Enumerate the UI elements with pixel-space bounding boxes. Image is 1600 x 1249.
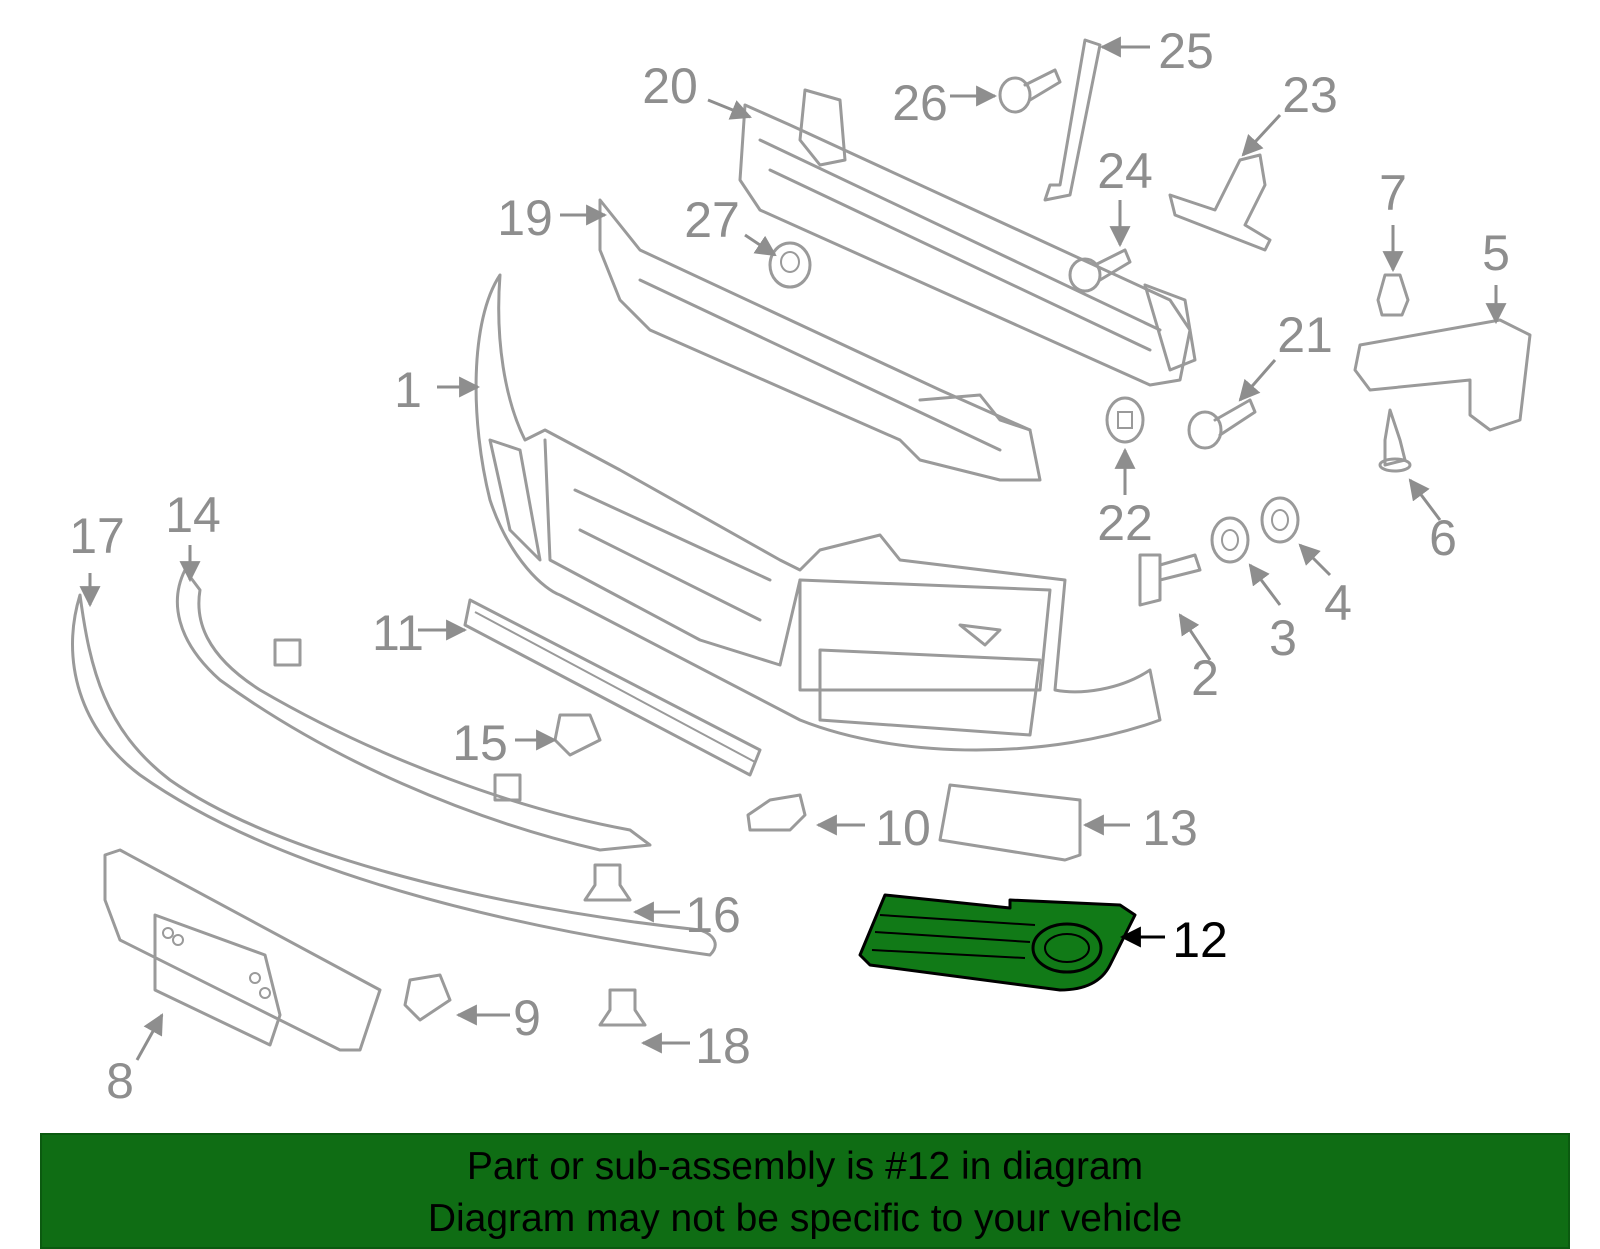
part-2-sensor-bracket [1138,553,1202,607]
callout-20: 20 [642,58,698,114]
callout-11: 11 [372,605,424,661]
part-4-grommet [1260,496,1300,544]
part-21-bolt [1187,398,1257,450]
part-16-clip [583,863,632,902]
callout-14: 14 [165,487,221,543]
callout-16: 16 [685,887,741,943]
part-24-bolt [1068,248,1132,293]
callout-3: 3 [1269,610,1297,666]
callout-4: 4 [1324,575,1352,631]
callout-26: 26 [892,75,948,131]
callout-arrows [79,36,1507,1061]
callout-5: 5 [1482,225,1510,281]
part-7-clip [1376,273,1410,317]
callout-13: 13 [1142,800,1198,856]
part-13-cover [938,783,1082,862]
callout-10: 10 [875,800,931,856]
part-19-energy-absorber [598,198,1042,482]
callout-27: 27 [684,192,740,248]
part-3-washer [1210,516,1250,564]
callout-21: 21 [1277,307,1333,363]
callout-7: 7 [1379,165,1407,221]
part-17-spoiler [71,593,717,957]
callout-17: 17 [69,508,125,564]
part-23-bracket [1168,153,1272,252]
part-15-clip [553,713,602,757]
part-9-clip [403,973,452,1022]
part-18-clip [598,988,647,1027]
part-26-bolt [998,68,1062,114]
part-10-cap [746,793,807,832]
callout-8: 8 [106,1053,134,1109]
callout-24: 24 [1097,143,1153,199]
callout-1: 1 [394,362,422,418]
parts-diagram: 1 2 3 4 5 6 7 8 9 10 11 12 13 14 15 16 1… [69,23,1532,1109]
callout-12: 12 [1172,912,1228,968]
part-22-nut [1105,396,1145,444]
part-8-license-bracket [103,848,382,1052]
part-6-screw [1378,408,1412,473]
part-25-strap [1043,38,1102,202]
part-1-bumper-cover [474,273,1162,752]
callout-25: 25 [1158,23,1214,79]
info-banner: Part or sub-assembly is #12 in diagram D… [40,1133,1570,1249]
part-20-reinforcement-bar [738,88,1197,387]
banner-line-2: Diagram may not be specific to your vehi… [427,1197,1183,1240]
callout-labels: 1 2 3 4 5 6 7 8 9 10 11 12 13 14 15 16 1… [69,23,1510,1109]
callout-9: 9 [513,990,541,1046]
banner-line-1: Part or sub-assembly is #12 in diagram [466,1145,1144,1188]
callout-15: 15 [452,715,508,771]
part-12-fog-lamp-grille-highlighted[interactable] [858,893,1137,992]
callout-23: 23 [1282,67,1338,123]
callout-19: 19 [497,190,553,246]
callout-6: 6 [1429,510,1457,566]
callout-22: 22 [1097,495,1153,551]
callout-2: 2 [1191,650,1219,706]
part-27-nut [768,241,812,289]
callout-18: 18 [695,1018,751,1074]
part-11-molding-strip [463,598,762,777]
part-5-bracket [1353,318,1532,432]
part-14-lower-trim [175,568,652,852]
